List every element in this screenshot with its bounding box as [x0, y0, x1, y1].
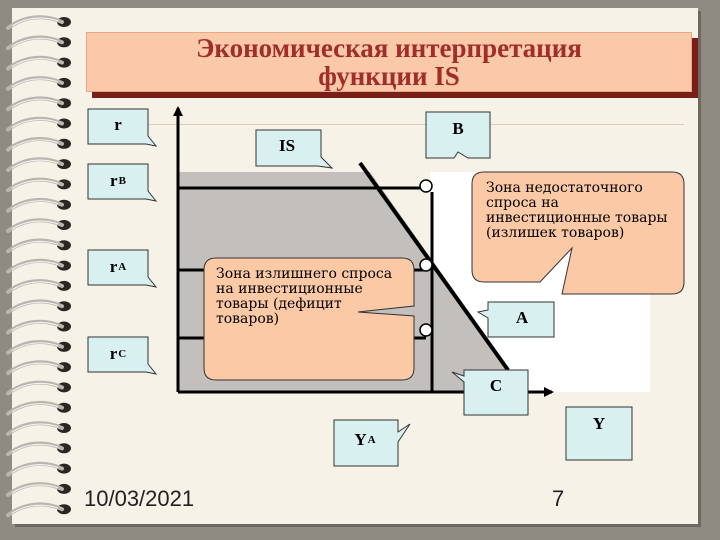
- ra-callout: [87, 249, 158, 288]
- c-callout: [451, 369, 529, 416]
- binding-ring: [6, 400, 71, 416]
- marker-a: [419, 258, 433, 272]
- binding-ring: [6, 96, 71, 112]
- binding-ring: [6, 218, 71, 233]
- notebook-binding: [6, 15, 71, 518]
- r-callout: [87, 108, 158, 147]
- b-callout: [425, 111, 491, 159]
- binding-ring: [6, 482, 71, 497]
- title-box: Экономическая интерпретация функции IS: [86, 32, 692, 92]
- point-c-label: C: [489, 376, 503, 395]
- r-label: r: [114, 115, 122, 134]
- is-label: IS: [278, 136, 296, 155]
- binding-ring: [6, 157, 71, 173]
- excess-supply-callout: [471, 171, 685, 295]
- page-number: 7: [552, 486, 565, 511]
- rc-callout: [87, 336, 158, 375]
- binding-ring: [6, 380, 71, 396]
- binding-ring: [6, 319, 71, 335]
- binding-ring: [6, 137, 71, 152]
- binding-ring: [6, 258, 71, 274]
- marker-b: [419, 179, 433, 193]
- footer-date: 10/03/2021: [84, 486, 195, 511]
- binding-ring: [6, 502, 71, 518]
- binding-ring: [6, 421, 71, 436]
- excess-supply-note: Зона недостаточного спроса на инвестицио…: [486, 180, 668, 241]
- is-callout: [255, 129, 334, 169]
- binding-ring: [6, 238, 71, 254]
- excess-demand-note: Зона излишнего спроса на инвестиционные …: [216, 266, 393, 327]
- y-callout: [565, 406, 633, 461]
- point-b-label: B: [452, 119, 464, 138]
- binding-ring: [6, 76, 71, 91]
- binding-ring: [6, 15, 71, 30]
- is-curve: [358, 161, 510, 372]
- rb-callout: [87, 163, 158, 202]
- a-callout: [476, 301, 555, 338]
- binding-ring: [6, 360, 71, 376]
- binding-ring: [6, 340, 71, 355]
- binding-ring: [6, 55, 71, 71]
- binding-ring: [6, 299, 71, 315]
- binding-ring: [6, 116, 71, 132]
- marker-c: [419, 323, 433, 337]
- binding-ring: [6, 279, 71, 294]
- binding-ring: [6, 197, 71, 213]
- point-a-label: A: [515, 308, 529, 327]
- y-label: Y: [592, 414, 606, 433]
- binding-ring: [6, 461, 71, 477]
- binding-ring: [6, 177, 71, 193]
- slide-title: Экономическая интерпретация функции IS: [196, 33, 582, 91]
- ya-callout: [333, 419, 411, 467]
- binding-ring: [6, 441, 71, 457]
- excess-demand-callout: [203, 257, 415, 381]
- binding-ring: [6, 35, 71, 51]
